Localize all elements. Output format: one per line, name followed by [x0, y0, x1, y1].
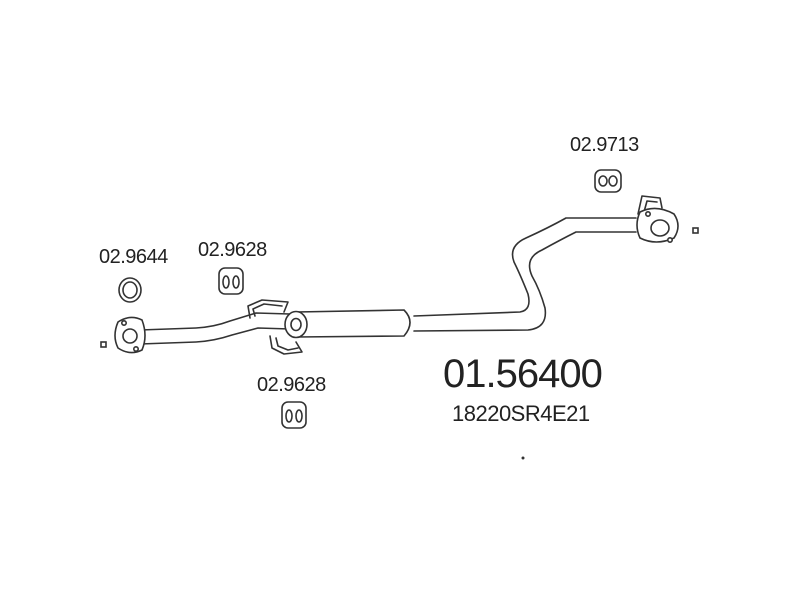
- hanger-mid-label: 02.9628: [257, 374, 326, 396]
- rubber-hanger-front: [218, 267, 244, 295]
- front-pipe: [139, 312, 291, 345]
- gasket-label: 02.9644: [99, 246, 168, 268]
- muffler: [284, 309, 411, 339]
- rear-pipe: [413, 217, 637, 332]
- front-end-marker: [100, 341, 107, 348]
- hanger-front-label: 02.9628: [198, 239, 267, 261]
- rubber-hanger-mid: [281, 401, 307, 429]
- part-number: 01.56400: [443, 352, 603, 396]
- hanger-rear-label: 02.9713: [570, 134, 639, 156]
- rubber-hanger-rear: [594, 169, 622, 193]
- oem-number: 18220SR4E21: [452, 401, 590, 426]
- gasket-ring: [118, 277, 142, 303]
- rear-flange: [636, 195, 679, 244]
- dot-mark: [521, 456, 525, 460]
- front-flange: [114, 316, 146, 354]
- rear-end-marker: [692, 227, 699, 234]
- muffler-hanger-bracket: [247, 299, 303, 355]
